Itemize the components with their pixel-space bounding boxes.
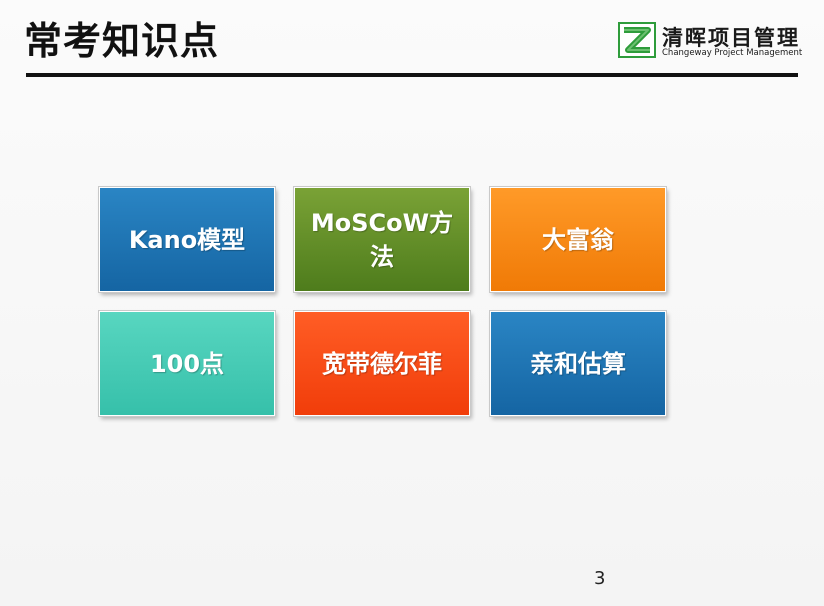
tile-moscow-method[interactable]: MoSCoW方法 [293,186,471,293]
logo-name-cn: 清晖项目管理 [662,26,800,50]
tile-affinity-estimating[interactable]: 亲和估算 [489,310,667,417]
tile-wideband-delphi[interactable]: 宽带德尔菲 [293,310,471,417]
page-number: 3 [594,568,606,589]
logo-name-en: Changeway Project Management [662,48,803,58]
page-title: 常考知识点 [24,19,220,63]
tile-label: 宽带德尔菲 [322,349,442,378]
tile-label: 100点 [149,349,225,378]
tile-label: MoSCoW方法 [310,208,454,271]
tile-label: 亲和估算 [530,349,626,378]
logo-icon [618,22,656,58]
tile-100-points[interactable]: 100点 [98,310,276,417]
title-divider [26,73,798,77]
tile-kano-model[interactable]: Kano模型 [98,186,276,293]
brand-logo: 清晖项目管理 Changeway Project Management [618,20,802,62]
tile-monopoly[interactable]: 大富翁 [489,186,667,293]
tile-label: Kano模型 [128,225,246,254]
tile-label: 大富翁 [542,225,614,254]
